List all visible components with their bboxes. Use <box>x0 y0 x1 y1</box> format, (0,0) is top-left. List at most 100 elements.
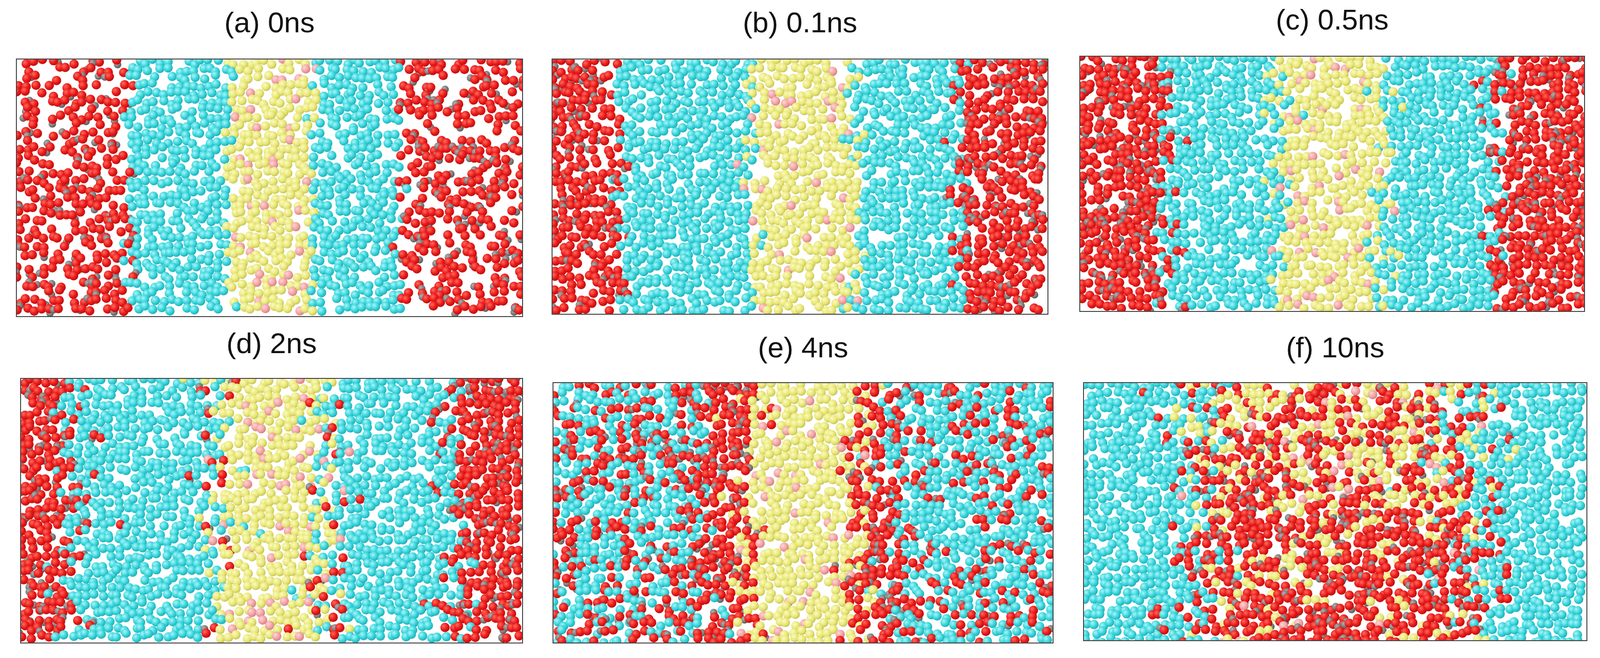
oxygen-atom <box>103 270 114 280</box>
solvent-atom <box>213 263 223 273</box>
layer-atom <box>237 279 247 289</box>
oxygen-atom <box>16 157 22 168</box>
oxygen-atom <box>410 218 421 229</box>
oxygen-atom <box>44 81 54 91</box>
oxygen-atom <box>100 285 110 295</box>
solvent-atom <box>381 105 391 116</box>
solvent-atom <box>708 58 718 67</box>
oxygen-atom <box>412 158 423 168</box>
oxygen-atom <box>475 230 486 240</box>
solvent-atom <box>139 79 149 89</box>
oxygen-atom <box>486 221 496 231</box>
solvent-atom <box>324 266 335 277</box>
oxygen-atom <box>410 73 420 83</box>
solvent-atom <box>174 296 184 307</box>
oxygen-atom <box>436 192 446 202</box>
solvent-atom <box>203 256 214 266</box>
solvent-atom <box>383 97 393 107</box>
solvent-atom <box>154 280 165 291</box>
oxygen-atom <box>71 226 81 236</box>
solvent-atom <box>194 128 205 139</box>
oxygen-atom <box>588 65 598 75</box>
oxygen-atom <box>459 88 469 98</box>
oxygen-atom <box>476 302 486 312</box>
solvent-atom <box>165 306 175 316</box>
oxygen-atom <box>405 105 416 115</box>
layer-atom <box>268 199 279 210</box>
oxygen-atom <box>48 169 58 179</box>
oxygen-atom <box>462 207 472 217</box>
oxygen-atom <box>111 86 121 96</box>
solvent-atom <box>124 119 134 130</box>
oxygen-atom <box>492 262 502 273</box>
oxygen-atom <box>508 103 518 113</box>
solvent-atom <box>331 230 341 241</box>
oxygen-atom <box>449 261 459 272</box>
oxygen-atom <box>39 269 49 279</box>
layer-atom <box>300 205 310 215</box>
solvent-atom <box>357 302 367 312</box>
solvent-atom <box>181 287 192 297</box>
oxygen-atom <box>404 145 414 155</box>
solvent-atom <box>211 126 222 137</box>
solvent-atom <box>322 142 332 152</box>
oxygen-atom <box>108 167 118 177</box>
solvent-atom <box>331 293 342 303</box>
solvent-atom <box>393 62 404 73</box>
layer-atom <box>812 58 822 65</box>
layer-atom <box>266 231 277 241</box>
oxygen-atom <box>969 58 980 65</box>
solvent-atom <box>203 240 214 251</box>
solvent-atom <box>370 302 381 312</box>
oxygen-atom <box>460 230 470 241</box>
oxygen-atom <box>398 270 409 280</box>
oxygen-atom <box>28 119 38 130</box>
oxygen-atom <box>476 58 487 65</box>
oxygen-atom <box>501 75 511 86</box>
oxygen-atom <box>492 157 502 168</box>
oxygen-atom <box>68 271 79 281</box>
solvent-atom <box>327 216 338 226</box>
oxygen-atom <box>108 126 118 137</box>
layer-atom <box>243 112 253 122</box>
layer-atom <box>306 169 317 179</box>
solvent-atom <box>165 166 175 177</box>
oxygen-atom <box>476 265 486 275</box>
solvent-atom <box>180 169 191 179</box>
oxygen-atom <box>482 253 493 264</box>
snapshot-panel <box>552 58 1048 315</box>
solvent-atom <box>378 197 389 207</box>
solvent-atom <box>157 153 168 163</box>
oxygen-atom <box>75 207 86 217</box>
solvent-atom <box>357 240 368 250</box>
layer-atom <box>259 158 270 168</box>
solvent-atom <box>189 166 200 177</box>
oxygen-atom <box>492 125 502 136</box>
solvent-atom <box>172 136 183 147</box>
solvent-atom <box>699 71 709 82</box>
solvent-atom <box>359 198 369 208</box>
oxygen-atom <box>111 58 122 65</box>
oxygen-atom <box>92 201 103 211</box>
solvent-atom <box>221 119 231 129</box>
oxygen-atom <box>444 153 455 163</box>
oxygen-atom <box>498 67 509 78</box>
oxygen-atom <box>441 285 451 295</box>
oxygen-atom <box>518 186 523 196</box>
layer-atom <box>235 120 245 130</box>
layer-atom <box>306 246 316 256</box>
oxygen-atom <box>516 63 523 74</box>
solvent-atom <box>150 295 161 306</box>
layer-atom <box>235 245 245 256</box>
oxygen-atom <box>20 294 30 304</box>
oxygen-atom <box>78 134 88 144</box>
oxygen-atom <box>515 230 524 240</box>
oxygen-atom <box>507 87 517 97</box>
oxygen-atom <box>419 246 429 256</box>
solvent-atom <box>196 186 206 196</box>
layer-atom <box>302 88 312 98</box>
solvent-atom <box>189 304 200 315</box>
oxygen-atom <box>32 128 43 139</box>
layer-atom <box>244 136 254 147</box>
oxygen-atom <box>110 214 121 224</box>
